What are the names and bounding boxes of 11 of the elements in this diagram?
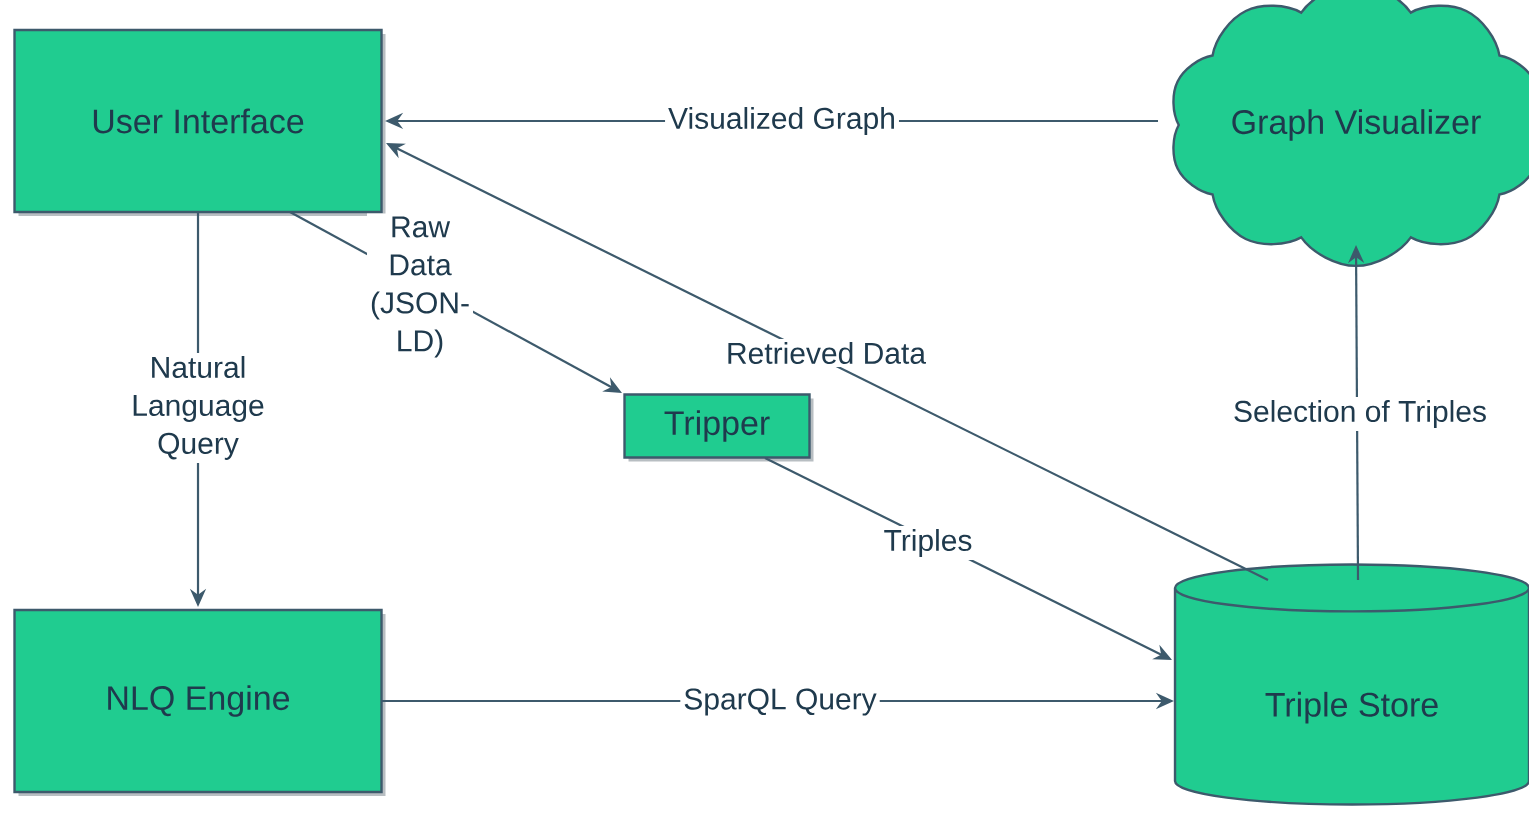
edge-label: Selection of Triples (1234, 400, 1486, 428)
edge-label: Raw Data (JSON-LD) (371, 216, 469, 358)
edge-label: Triples (884, 529, 972, 557)
database-cylinder: Triple Store (1173, 563, 1529, 806)
process-box: User Interface (13, 28, 386, 216)
edge-label: Visualized Graph (668, 107, 894, 135)
edge-label: Natural Language Query (133, 356, 264, 460)
process-box: Tripper (623, 393, 814, 462)
edge-label: SparQL Query (684, 688, 877, 716)
process-box: NLQ Engine (13, 608, 386, 796)
edge-label: Retrieved Data (728, 342, 926, 364)
